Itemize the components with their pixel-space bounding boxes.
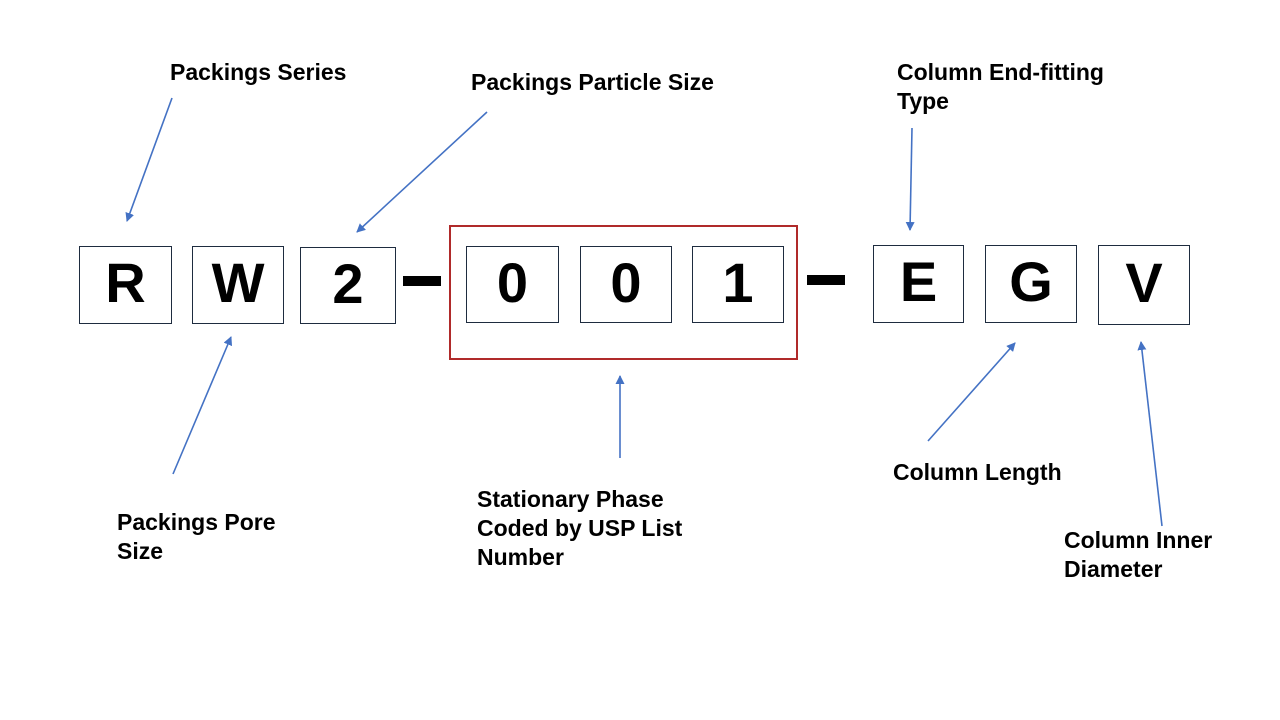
code-char-w: W (211, 251, 265, 314)
code-box-column-end-fitting: E (873, 245, 964, 323)
arrow-column-end-fitting-type (905, 127, 915, 231)
code-separator-dash-1 (403, 276, 441, 286)
code-separator-dash-2 (807, 275, 845, 285)
arrow-packings-series (125, 97, 173, 222)
code-box-packings-series: R (79, 246, 172, 324)
code-char-2: 2 (332, 251, 364, 315)
code-char-0b: 0 (610, 250, 642, 314)
arrow-column-inner-diameter (1137, 341, 1163, 527)
code-char-0a: 0 (496, 250, 529, 314)
label-column-inner-diameter: Column Inner Diameter (1064, 527, 1213, 582)
label-column-length: Column Length (893, 459, 1062, 485)
label-packings-particle-size: Packings Particle Size (471, 69, 714, 95)
code-box-packings-pore-size: W (192, 246, 284, 324)
arrow-packings-pore-size (172, 336, 233, 475)
usp-code-highlight-box (449, 225, 798, 360)
code-box-usp-digit-1: 0 (466, 246, 559, 323)
code-char-r: R (105, 251, 146, 314)
code-box-column-length: G (985, 245, 1077, 323)
code-box-usp-digit-3: 1 (692, 246, 784, 323)
code-char-g: G (1009, 250, 1053, 313)
code-box-usp-digit-2: 0 (580, 246, 672, 323)
arrow-column-length (927, 342, 1016, 442)
label-packings-series: Packings Series (170, 59, 347, 85)
label-column-end-fitting-type: Column End-fitting Type (897, 59, 1104, 114)
code-char-e: E (899, 250, 938, 313)
code-char-1: 1 (722, 250, 754, 314)
label-stationary-phase-usp: Stationary Phase Coded by USP List Numbe… (477, 486, 683, 570)
label-packings-pore-size: Packings Pore Size (117, 509, 276, 564)
code-box-column-inner-diameter: V (1098, 245, 1190, 325)
code-char-v: V (1125, 251, 1163, 314)
arrow-packings-particle-size (356, 111, 488, 233)
code-box-packings-particle-size: 2 (300, 247, 396, 324)
